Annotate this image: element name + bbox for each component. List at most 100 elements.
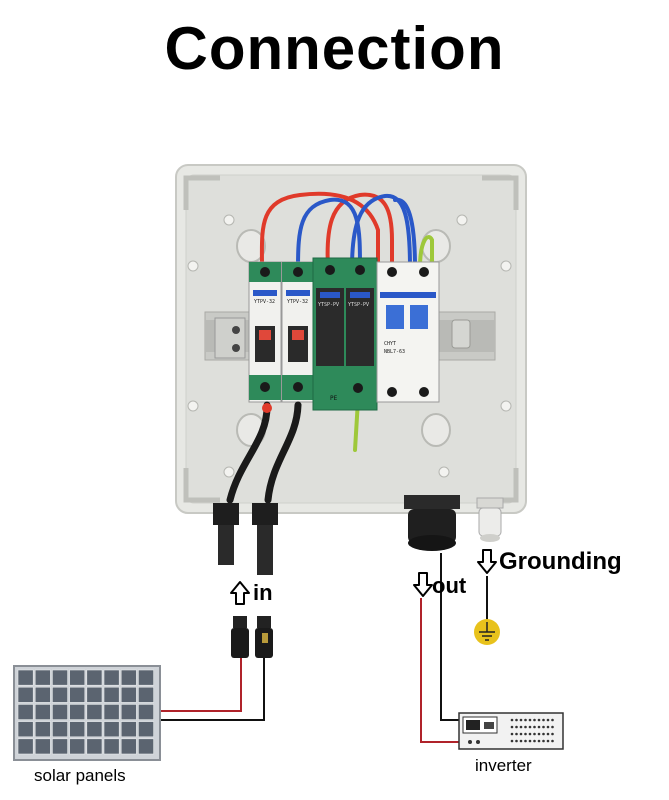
vent-hole xyxy=(528,739,532,743)
mount-hole xyxy=(421,413,451,447)
screw-hole xyxy=(187,400,199,412)
vent-hole xyxy=(533,725,536,729)
vent-hole xyxy=(519,739,523,743)
breaker-model-text: NBL7-63 xyxy=(384,349,405,355)
input-cables xyxy=(226,401,302,504)
cable-seal xyxy=(262,403,272,413)
vent-hole xyxy=(546,725,550,729)
vent-hole xyxy=(551,739,554,743)
solar-cell xyxy=(138,669,154,686)
solar-cell xyxy=(17,721,34,738)
solar-cell xyxy=(17,738,34,755)
vent-hole xyxy=(542,732,545,736)
vent-hole xyxy=(519,732,523,736)
solar-cell xyxy=(69,721,86,738)
vent-hole xyxy=(528,718,532,722)
screw-hole xyxy=(456,214,468,226)
solar-cell xyxy=(120,669,137,686)
vent-hole xyxy=(528,732,532,736)
solar-cell xyxy=(103,686,120,703)
solar-cell xyxy=(138,686,154,703)
vent-hole xyxy=(537,739,541,743)
vent-hole xyxy=(551,725,554,729)
screw-hole xyxy=(187,260,199,272)
fuse-model-text: YTPV-32 xyxy=(254,299,275,305)
solar-cell xyxy=(120,738,137,755)
internal-wiring xyxy=(259,191,434,452)
solar-cell xyxy=(52,704,68,720)
vent-hole xyxy=(515,725,518,729)
input-lines xyxy=(160,658,265,721)
vent-hole xyxy=(542,725,545,729)
arrow-down-icon xyxy=(477,549,497,574)
solar-cell xyxy=(17,704,34,720)
solar-cell xyxy=(17,686,34,703)
solar-cell xyxy=(52,669,68,686)
solar-cell xyxy=(34,738,51,755)
vent-hole xyxy=(510,725,514,729)
mc4-connector-pair xyxy=(231,616,273,658)
inverter-device xyxy=(458,712,564,750)
solar-cell xyxy=(103,704,120,720)
vent-hole xyxy=(524,725,527,729)
solar-cell xyxy=(52,721,68,738)
solar-cell xyxy=(138,738,154,755)
solar-cell xyxy=(69,704,86,720)
vent-hole xyxy=(528,725,532,729)
solar-cell xyxy=(120,686,137,703)
solar-cell xyxy=(34,669,51,686)
grounding-label: Grounding xyxy=(499,548,622,575)
fuse-holders: YTPV-32 YTPV-32 xyxy=(248,261,315,403)
vent-hole xyxy=(533,732,536,736)
screw-hole xyxy=(438,466,450,478)
fuse-model-text: YTPV-32 xyxy=(287,299,308,305)
vent-hole xyxy=(546,739,550,743)
vent-hole xyxy=(519,718,523,722)
solar-cell xyxy=(34,704,51,720)
page-title: Connection xyxy=(164,15,505,82)
solar-cell xyxy=(86,721,103,738)
solar-cell xyxy=(86,686,103,703)
vent-hole xyxy=(546,718,550,722)
vent-hole xyxy=(537,718,541,722)
solar-cell xyxy=(86,669,103,686)
vent-hole xyxy=(542,718,545,722)
mc4-connectors-box xyxy=(213,503,278,575)
mount-hole xyxy=(421,229,451,263)
screw-hole xyxy=(500,400,512,412)
vent-hole xyxy=(524,718,527,722)
solar-cell xyxy=(120,721,137,738)
solar-cell xyxy=(52,686,68,703)
vent-hole xyxy=(519,725,523,729)
solar-cell xyxy=(69,738,86,755)
arrow-up-icon xyxy=(230,581,250,605)
surge-protector: YTSP-PV YTSP-PV PE xyxy=(312,257,378,411)
solar-cell xyxy=(138,704,154,720)
solar-cell xyxy=(17,669,34,686)
vent-hole xyxy=(551,732,554,736)
solar-cell xyxy=(34,686,51,703)
cable-glands xyxy=(404,495,504,551)
out-label: out xyxy=(432,573,467,598)
solar-cell xyxy=(86,704,103,720)
vent-hole xyxy=(533,718,536,722)
vent-hole xyxy=(515,732,518,736)
arrow-icons xyxy=(230,549,497,605)
pe-label: PE xyxy=(330,395,338,402)
spd-model-text: YTSP-PV xyxy=(318,302,339,308)
vent-hole xyxy=(510,718,514,722)
arrow-down-icon xyxy=(413,572,433,597)
screw-hole xyxy=(223,214,235,226)
brand-text: CHYT xyxy=(384,341,396,347)
vent-hole xyxy=(551,718,554,722)
solar-cell xyxy=(69,669,86,686)
solar-cell xyxy=(69,686,86,703)
solar-cell xyxy=(103,669,120,686)
vent-hole xyxy=(515,739,518,743)
solar-cell xyxy=(103,738,120,755)
vent-hole xyxy=(537,725,541,729)
vent-hole xyxy=(537,732,541,736)
ground-symbol xyxy=(474,576,500,645)
solar-cell xyxy=(52,738,68,755)
